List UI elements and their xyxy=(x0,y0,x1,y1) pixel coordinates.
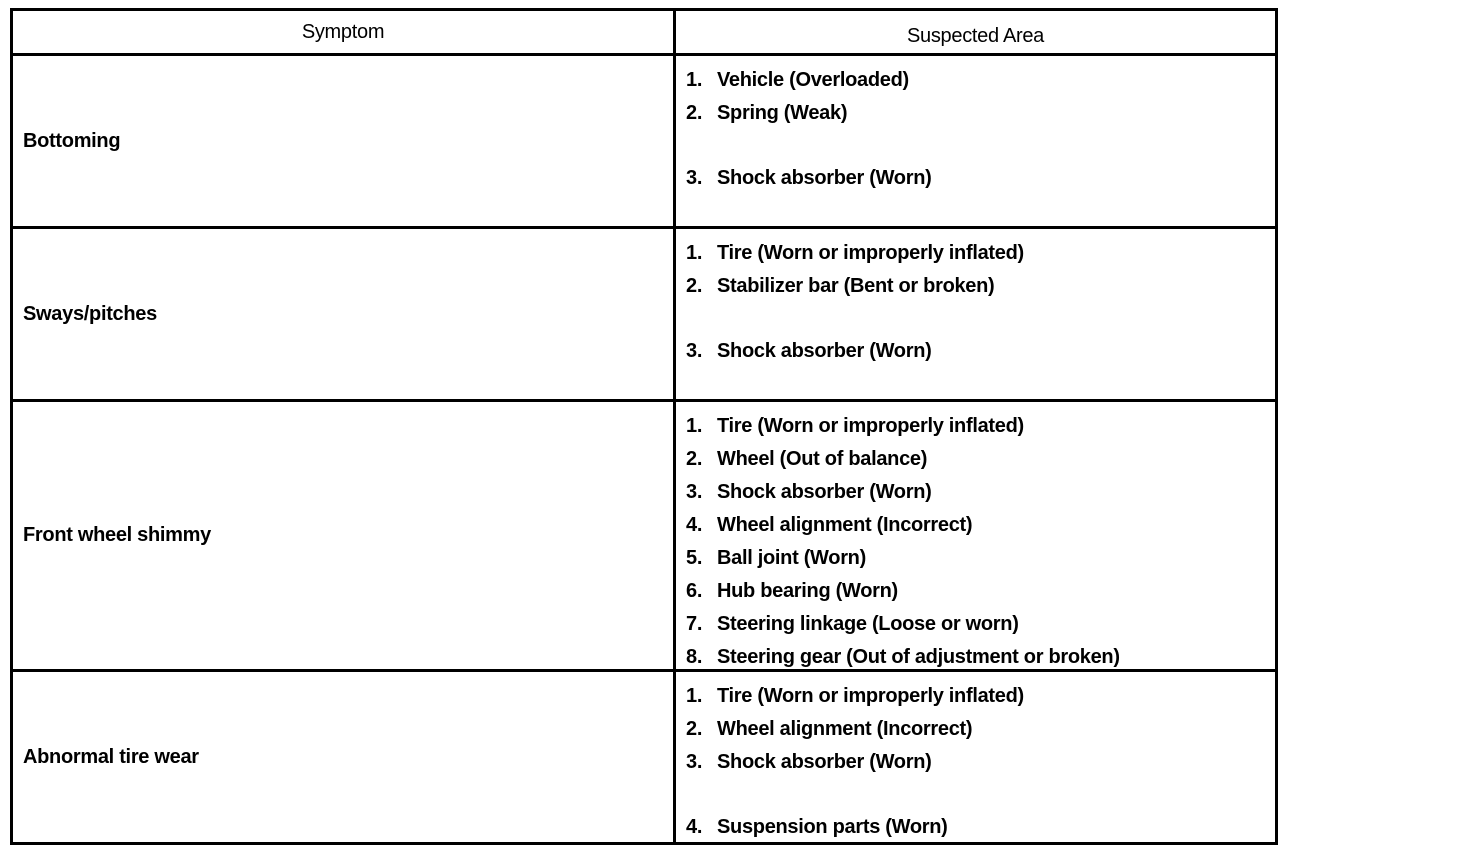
list-item: 2. Stabilizer bar (Bent or broken) xyxy=(686,270,1275,303)
item-number: 3. xyxy=(686,481,703,503)
list-item: 1. Vehicle (Overloaded) xyxy=(686,64,1275,97)
item-text: Spring (Weak) xyxy=(717,102,848,124)
item-number: 1. xyxy=(686,69,703,91)
item-number: 2. xyxy=(686,718,703,740)
symptom-cell: Abnormal tire wear xyxy=(13,672,676,842)
list-item: 2. Wheel (Out of balance) xyxy=(686,443,1275,476)
list-item: 2. Wheel alignment (Incorrect) xyxy=(686,713,1275,746)
item-number: 4. xyxy=(686,816,703,838)
table-row: Abnormal tire wear 1. Tire (Worn or impro… xyxy=(13,669,1275,842)
table-header-row: Symptom Suspected Area xyxy=(13,11,1275,53)
table-row: Sways/pitches 1. Tire (Worn or improperly… xyxy=(13,226,1275,399)
item-number: 5. xyxy=(686,547,703,569)
item-number: 2. xyxy=(686,102,703,124)
item-text: Tire (Worn or improperly inflated) xyxy=(717,685,1024,707)
suspected-area-cell: 1. Tire (Worn or improperly inflated) 2. W… xyxy=(676,402,1275,669)
item-text: Shock absorber (Worn) xyxy=(717,751,932,773)
item-text: Ball joint (Worn) xyxy=(717,547,866,569)
table-row: Front wheel shimmy 1. Tire (Worn or impro… xyxy=(13,399,1275,669)
symptom-cell: Sways/pitches xyxy=(13,229,676,399)
header-symptom: Symptom xyxy=(13,11,676,53)
item-number: 4. xyxy=(686,514,703,536)
list-item: 3. Shock absorber (Worn) xyxy=(686,162,1275,195)
item-text: Wheel (Out of balance) xyxy=(717,448,928,470)
troubleshooting-table: Symptom Suspected Area Bottoming 1. Vehic… xyxy=(10,8,1278,845)
item-text: Tire (Worn or improperly inflated) xyxy=(717,242,1024,264)
item-text: Shock absorber (Worn) xyxy=(717,167,932,189)
item-text: Vehicle (Overloaded) xyxy=(717,69,909,91)
item-number: 8. xyxy=(686,646,703,668)
item-text: Hub bearing (Worn) xyxy=(717,580,898,602)
item-number: 1. xyxy=(686,685,703,707)
item-number: 7. xyxy=(686,613,703,635)
header-suspected-area: Suspected Area xyxy=(906,24,1044,47)
list-item: 6. Hub bearing (Worn) xyxy=(686,575,1275,608)
list-item: 4. Wheel alignment (Incorrect) xyxy=(686,509,1275,542)
item-text: Steering gear (Out of adjustment or brok… xyxy=(717,646,1120,668)
item-number: 1. xyxy=(686,242,703,264)
item-number: 2. xyxy=(686,275,703,297)
list-item: 1. Tire (Worn or improperly inflated) xyxy=(686,410,1275,443)
suspected-area-cell: 1. Tire (Worn or improperly inflated) 2. W… xyxy=(676,672,1275,842)
item-text: Stabilizer bar (Bent or broken) xyxy=(717,275,995,297)
suspected-area-cell: 1. Tire (Worn or improperly inflated) 2. S… xyxy=(676,229,1275,399)
item-number: 3. xyxy=(686,751,703,773)
item-text: Wheel alignment (Incorrect) xyxy=(717,514,973,536)
symptom-cell: Bottoming xyxy=(13,56,676,226)
item-number: 3. xyxy=(686,167,703,189)
list-item: 3. Shock absorber (Worn) xyxy=(686,746,1275,779)
list-item: 8. Steering gear (Out of adjustment or br… xyxy=(686,641,1275,674)
item-text: Shock absorber (Worn) xyxy=(717,340,932,362)
item-text: Suspension parts (Worn) xyxy=(717,816,948,838)
list-item: 1. Tire (Worn or improperly inflated) xyxy=(686,237,1275,270)
item-number: 3. xyxy=(686,340,703,362)
item-text: Tire (Worn or improperly inflated) xyxy=(717,415,1024,437)
item-text: Steering linkage (Loose or worn) xyxy=(717,613,1019,635)
list-item: 7. Steering linkage (Loose or worn) xyxy=(686,608,1275,641)
item-text: Shock absorber (Worn) xyxy=(717,481,932,503)
suspected-area-cell: 1. Vehicle (Overloaded) 2. Spring (Weak) 3… xyxy=(676,56,1275,226)
list-item: 1. Tire (Worn or improperly inflated) xyxy=(686,680,1275,713)
item-number: 1. xyxy=(686,415,703,437)
item-number: 2. xyxy=(686,448,703,470)
list-item: 3. Shock absorber (Worn) xyxy=(686,476,1275,509)
list-item: 3. Shock absorber (Worn) xyxy=(686,335,1275,368)
list-item: 4. Suspension parts (Worn) xyxy=(686,811,1275,844)
item-text: Wheel alignment (Incorrect) xyxy=(717,718,973,740)
list-item: 2. Spring (Weak) xyxy=(686,97,1275,130)
list-item: 5. Ball joint (Worn) xyxy=(686,542,1275,575)
table-row: Bottoming 1. Vehicle (Overloaded) 2. Sprin… xyxy=(13,53,1275,226)
symptom-cell: Front wheel shimmy xyxy=(13,402,676,669)
item-number: 6. xyxy=(686,580,703,602)
